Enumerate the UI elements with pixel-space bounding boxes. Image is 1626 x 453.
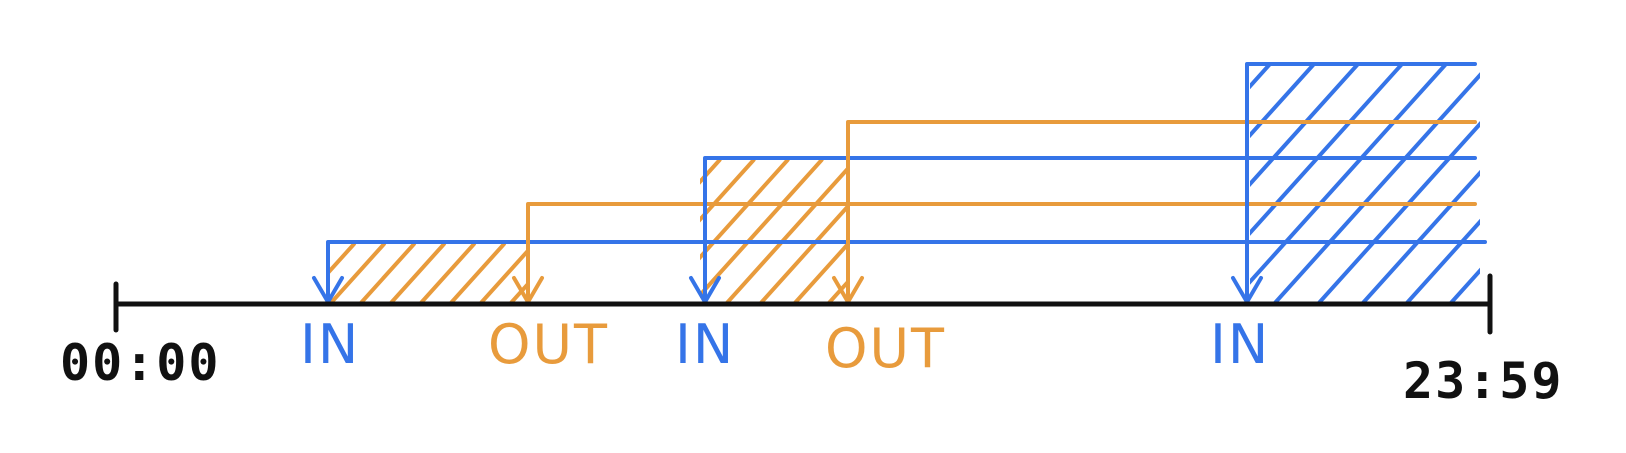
hatch-stroke: [964, 160, 1094, 304]
hatch-stroke: [1316, 121, 1480, 304]
in-label: IN: [675, 313, 736, 376]
hatch-stroke: [1404, 218, 1480, 304]
hatch-stroke: [358, 244, 416, 304]
out-label: OUT: [488, 313, 610, 376]
hatch-stroke: [700, 160, 824, 299]
out-line-1: [526, 202, 1477, 304]
out-line-2: [846, 120, 1477, 304]
hatch-stroke: [1448, 267, 1480, 304]
hatch-stroke: [540, 244, 594, 304]
hatch-stroke: [1250, 64, 1316, 139]
axis-end-label: 23:59: [1403, 352, 1564, 410]
hatch-stroke: [1250, 64, 1404, 236]
in-label: IN: [300, 313, 361, 376]
hatch-stroke: [508, 278, 530, 304]
hatch-stroke: [330, 244, 386, 304]
hatch-stroke: [1494, 64, 1626, 304]
hatch-stroke: [1010, 64, 1226, 304]
hatch-stroke: [700, 160, 790, 261]
hatch-stroke: [388, 244, 446, 304]
hatch-stroke: [556, 160, 686, 304]
hatch-stroke: [724, 163, 850, 304]
hatch-stroke: [418, 244, 476, 304]
hatch-stroke: [700, 160, 756, 223]
hatch-stroke: [570, 244, 624, 304]
hatch-stroke: [1272, 72, 1480, 304]
in-line-2: [703, 156, 1477, 304]
hatch-region: [1010, 64, 1626, 304]
in-line-3: [1245, 62, 1477, 304]
hatch-stroke: [1250, 64, 1360, 187]
hatch-stroke: [1538, 64, 1626, 304]
hatch-stroke: [758, 201, 850, 304]
hatch-region: [270, 244, 624, 304]
hatch-stroke: [700, 160, 722, 185]
in-label: IN: [1210, 313, 1271, 376]
hatch-stroke: [792, 238, 850, 304]
out-label: OUT: [825, 317, 947, 380]
hatch-stroke: [862, 160, 992, 304]
hatch-stroke: [330, 244, 356, 274]
hatch-stroke: [1250, 64, 1272, 90]
hatch-stroke: [270, 244, 324, 304]
hatch-stroke: [1360, 169, 1480, 304]
hatch-stroke: [930, 160, 1060, 304]
hatch-stroke: [1582, 64, 1626, 304]
hatch-region: [556, 160, 1094, 304]
hatch-stroke: [448, 244, 506, 304]
hatch-stroke: [896, 160, 1026, 304]
in-line-1: [326, 240, 1487, 304]
axis-start-label: 00:00: [60, 334, 221, 392]
hatch-stroke: [1250, 64, 1448, 285]
hatch-stroke: [478, 245, 530, 304]
